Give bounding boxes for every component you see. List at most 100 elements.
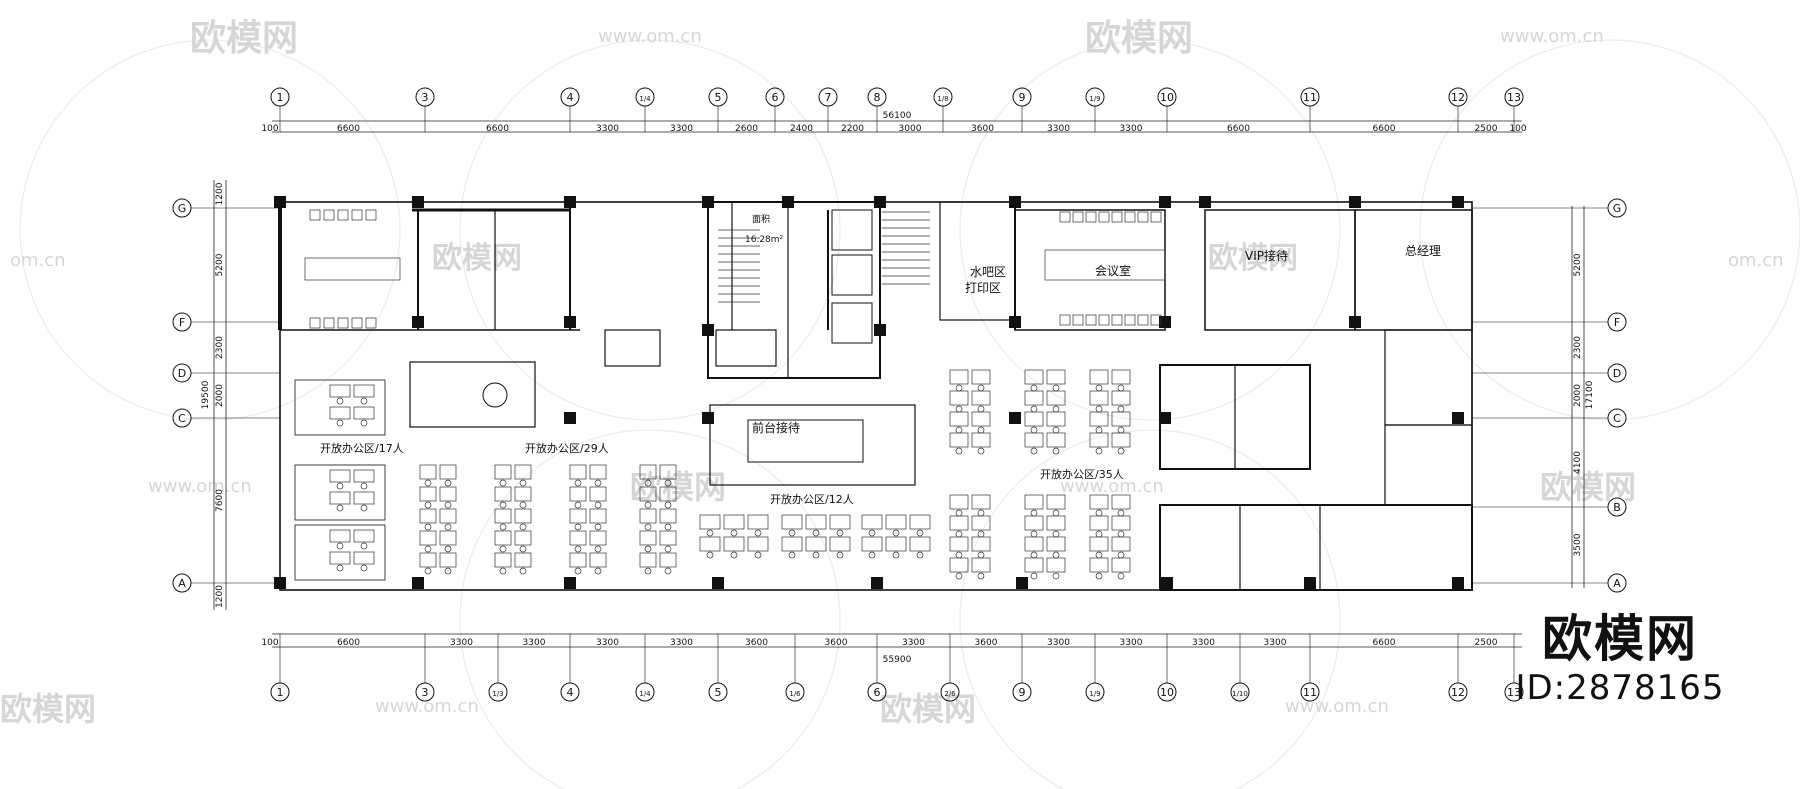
watermark-logo-2: 欧模网 (1085, 18, 1193, 59)
structural-column (564, 412, 576, 424)
office-chair (788, 551, 796, 559)
meeting-chair (323, 209, 335, 221)
desk (1024, 494, 1044, 510)
office-chair (499, 567, 507, 575)
axis-bubble-bottom: 13 (1504, 634, 1524, 702)
axis-bubble-right: A (1472, 573, 1627, 593)
dimension-segment: 3300 (670, 638, 693, 648)
dimension-segment: 2300 (215, 336, 225, 359)
structural-column (412, 577, 424, 589)
desk (1089, 432, 1109, 448)
watermark-logo-4: 欧模网 (1208, 241, 1298, 276)
desk (439, 486, 457, 502)
label-open-office-17: 开放办公区/17人 (320, 441, 404, 455)
desk (639, 552, 657, 568)
dimension-segment: 6600 (486, 124, 509, 134)
watermark-layer: 欧模网 欧模网 www.om.cn www.om.cn om.cn om.cn … (0, 18, 1800, 789)
axis-label-top: 1/8 (937, 95, 948, 103)
office-chair (644, 501, 652, 509)
axis-bubble-top: 8 (867, 87, 887, 132)
axis-label-left: C (178, 412, 186, 425)
office-chair (1052, 384, 1060, 392)
watermark-logo-6: 欧模网 (1540, 468, 1636, 506)
office-chair (1052, 426, 1060, 434)
desk (1024, 536, 1044, 552)
desk (1024, 369, 1044, 385)
axis-label-top: 7 (825, 91, 832, 104)
label-meeting: 会议室 (1095, 263, 1131, 278)
axis-label-top: 12 (1451, 91, 1465, 104)
office-chair (1030, 530, 1038, 538)
axis-bubble-top: 4 (560, 87, 580, 132)
label-gm-office: 总经理 (1405, 244, 1441, 258)
office-chair (594, 523, 602, 531)
office-chair (868, 551, 876, 559)
axis-bubble-bottom: 11 (1300, 634, 1320, 702)
structural-column (412, 316, 424, 328)
axis-bubble-right: G (1472, 198, 1627, 218)
structural-column (1452, 577, 1464, 589)
office-chair (836, 551, 844, 559)
axis-label-left: G (178, 202, 187, 215)
desk (569, 530, 587, 546)
structural-column (274, 577, 286, 589)
meeting-chair (1098, 314, 1110, 326)
office-chair (955, 405, 963, 413)
office-chair (836, 529, 844, 537)
dimension-segment: 2200 (841, 124, 864, 134)
office-chair (1052, 530, 1060, 538)
dimension-segment: 3600 (971, 124, 994, 134)
axis-bubble-top: 13 (1504, 87, 1524, 132)
meeting-chair (1059, 314, 1071, 326)
watermark-url-1: www.om.cn (598, 26, 702, 47)
dimension-segment: 1200 (215, 182, 225, 205)
desk (439, 552, 457, 568)
structural-column (274, 196, 286, 208)
axis-bubble-top: 5 (708, 87, 728, 132)
office-chair (360, 504, 368, 512)
axis-label-bottom: 13 (1507, 686, 1521, 699)
meeting-chair (351, 317, 363, 329)
brand-block: 欧模网 ID:2878165 (1495, 610, 1745, 708)
structural-column (874, 196, 886, 208)
axis-bubble-bottom: 12 (1448, 634, 1468, 702)
axis-label-top: 1/9 (1089, 95, 1100, 103)
label-open-office-29: 开放办公区/29人 (525, 441, 609, 455)
office-chair (519, 501, 527, 509)
meeting-chair (1150, 211, 1162, 223)
office-chair (360, 397, 368, 405)
desk (971, 494, 991, 510)
label-open-office-35: 开放办公区/35人 (1040, 467, 1124, 481)
dimension-segment: 3300 (450, 638, 473, 648)
desk (1024, 557, 1044, 573)
axis-bubble-bottom: 5 (708, 634, 728, 702)
dimension-segment: 6600 (1373, 638, 1396, 648)
dimension-segment: 3300 (1264, 638, 1287, 648)
dimension-segment: 6600 (337, 124, 360, 134)
desk (1046, 536, 1066, 552)
office-chair (1052, 551, 1060, 559)
office-chair (1095, 509, 1103, 517)
dimension-segment: 3300 (1192, 638, 1215, 648)
axis-bubble-top: 9 (1012, 87, 1032, 132)
office-chair (499, 479, 507, 487)
desk (1111, 411, 1131, 427)
axis-bubble-top: 3 (415, 87, 435, 132)
meeting-chair (1111, 314, 1123, 326)
label-stair-area-value: 16.28m² (745, 235, 784, 245)
structural-column (1009, 196, 1021, 208)
office-chair (916, 551, 924, 559)
desk (1046, 390, 1066, 406)
dimension-segment: 3300 (1120, 638, 1143, 648)
desk (639, 508, 657, 524)
dimension-segment: 100 (1509, 124, 1526, 134)
office-chair (444, 545, 452, 553)
dimension-segment: 5200 (215, 253, 225, 276)
dimension-segment: 2000 (215, 384, 225, 407)
desk (1089, 515, 1109, 531)
desk (659, 508, 677, 524)
office-chair (1030, 426, 1038, 434)
dimension-segment: 3300 (523, 638, 546, 648)
desk (1089, 536, 1109, 552)
desk (353, 469, 375, 483)
